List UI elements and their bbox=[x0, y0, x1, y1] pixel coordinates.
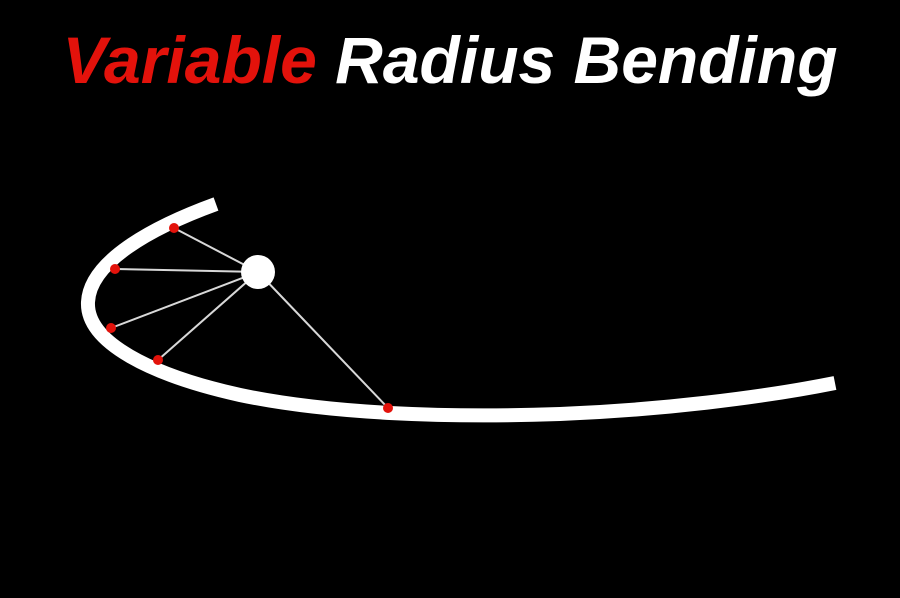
contact-point-4 bbox=[153, 355, 163, 365]
contact-point-5 bbox=[383, 403, 393, 413]
bent-workpiece bbox=[81, 197, 837, 423]
radius-line-5 bbox=[257, 271, 389, 409]
title-rest: Radius Bending bbox=[335, 23, 838, 97]
radius-lines bbox=[110, 227, 389, 409]
title-accent-word: Variable bbox=[62, 23, 317, 97]
bending-center-point bbox=[241, 255, 275, 289]
contact-point-1 bbox=[169, 223, 179, 233]
contact-point-2 bbox=[110, 264, 120, 274]
contact-point-3 bbox=[106, 323, 116, 333]
radius-line-4 bbox=[157, 271, 259, 361]
radius-line-3 bbox=[110, 271, 259, 329]
contact-points bbox=[106, 223, 393, 413]
radius-line-2 bbox=[114, 268, 259, 273]
page-title: Variable Radius Bending bbox=[0, 20, 900, 100]
